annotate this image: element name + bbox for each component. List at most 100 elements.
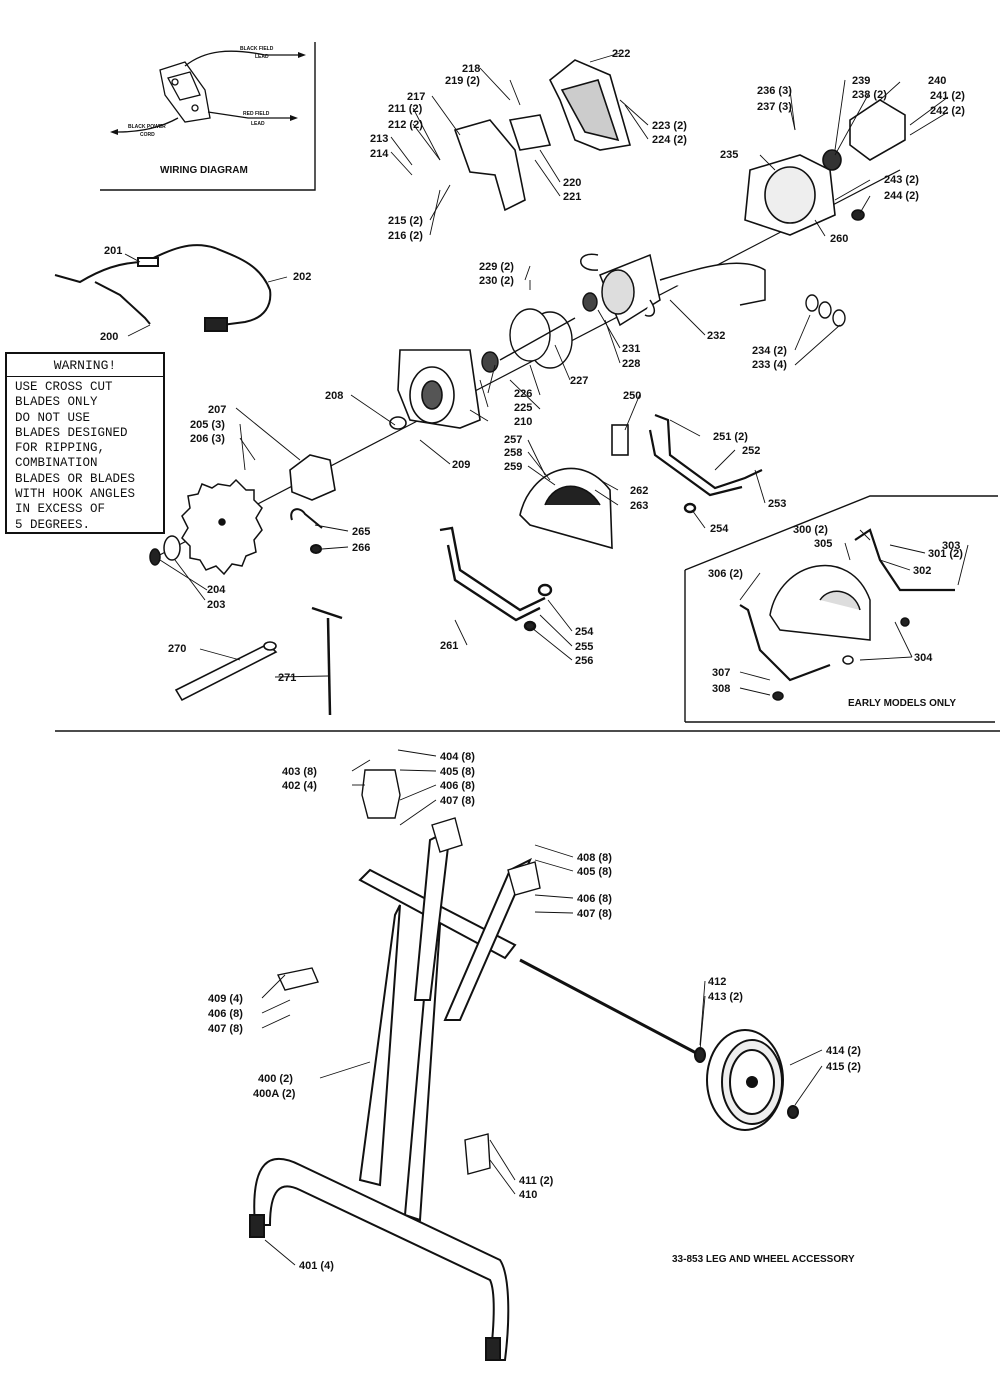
callout-216: 216 (2) [388, 230, 423, 242]
bracket-265 [290, 508, 323, 554]
callout-401: 401 (4) [299, 1260, 334, 1272]
callout-254-upper: 254 [710, 523, 729, 535]
callout-305: 305 [814, 538, 832, 550]
guard-bracket-252 [648, 413, 763, 497]
callout-234: 234 (2) [752, 345, 787, 357]
callout-255: 255 [575, 641, 593, 653]
callout-223: 223 (2) [652, 120, 687, 132]
callout-202: 202 [293, 271, 311, 283]
wheel [694, 1029, 799, 1131]
callout-262: 262 [630, 485, 648, 497]
callout-306: 306 (2) [708, 568, 743, 580]
leader-lines [124, 52, 969, 1266]
callout-235: 235 [720, 149, 738, 161]
callout-244: 244 (2) [884, 190, 919, 202]
blade-guard [519, 424, 629, 550]
warning-line: COMBINATION [15, 456, 98, 471]
callout-253: 253 [768, 498, 786, 510]
callout-203: 203 [207, 599, 225, 611]
callout-225: 225 [514, 402, 532, 414]
leg-brackets [276, 769, 541, 1175]
field-assembly [580, 253, 766, 327]
warning-line: BLADES OR BLADES [15, 471, 136, 486]
washers-233-234 [805, 294, 846, 327]
callout-260: 260 [830, 233, 848, 245]
callout-213: 213 [370, 133, 388, 145]
wrench-270 [174, 641, 278, 702]
callout-400: 400 (2) [258, 1073, 293, 1085]
callout-301: 301 (2) [928, 548, 963, 560]
wiring-label-black-power-cord: CORD [140, 132, 155, 138]
callout-406-top: 406 (8) [440, 780, 475, 792]
end-handle [453, 59, 632, 212]
callout-239: 239 [852, 75, 870, 87]
wiring-label-black-field-lead: LEAD [255, 54, 269, 60]
callouts: 201 200 202 204 203 207 205 (3) 206 (3) … [100, 48, 965, 1272]
warning-line: BLADES ONLY [15, 395, 98, 410]
warning-line: WITH HOOK ANGLES [15, 487, 136, 502]
armature [481, 292, 598, 373]
section-dividers [55, 495, 1000, 732]
callout-201: 201 [104, 245, 122, 257]
callout-211: 211 (2) [388, 103, 423, 115]
callout-405-mid: 405 (8) [577, 866, 612, 878]
callout-207: 207 [208, 404, 226, 416]
callout-409: 409 (4) [208, 993, 243, 1005]
callout-208: 208 [325, 390, 343, 402]
callout-405-top: 405 (8) [440, 766, 475, 778]
callout-406-left: 406 (8) [208, 1008, 243, 1020]
callout-232: 232 [707, 330, 725, 342]
callout-415: 415 (2) [826, 1061, 861, 1073]
assembly-axis [149, 169, 901, 561]
wiring-diagram-title: WIRING DIAGRAM [160, 165, 248, 176]
callout-220: 220 [563, 177, 581, 189]
callout-218: 218 [462, 63, 480, 75]
motor-housing [744, 99, 906, 236]
warning-line: FOR RIPPING, [15, 441, 106, 456]
callout-414: 414 (2) [826, 1045, 861, 1057]
callout-204: 204 [207, 584, 226, 596]
callout-256: 256 [575, 655, 593, 667]
callout-200: 200 [100, 331, 118, 343]
warning-line: USE CROSS CUT [15, 380, 113, 394]
callout-308: 308 [712, 683, 730, 695]
callout-214: 214 [370, 148, 389, 160]
warning-line: DO NOT USE [15, 410, 91, 425]
hex-key-271 [311, 606, 343, 716]
callout-257: 257 [504, 434, 522, 446]
callout-237: 237 (3) [757, 101, 792, 113]
callout-407-left: 407 (8) [208, 1023, 243, 1035]
wiring-label-black-field: BLACK FIELD [240, 46, 274, 52]
callout-304: 304 [914, 652, 933, 664]
callout-230: 230 (2) [479, 275, 514, 287]
callout-258: 258 [504, 447, 522, 459]
callout-410: 410 [519, 1189, 537, 1201]
callout-229: 229 (2) [479, 261, 514, 273]
callout-241: 241 (2) [930, 90, 965, 102]
warning-divider [7, 376, 163, 377]
callout-219: 219 (2) [445, 75, 480, 87]
warning-box: WARNING! USE CROSS CUT BLADES ONLY DO NO… [5, 352, 165, 534]
callout-240: 240 [928, 75, 946, 87]
callout-408: 408 (8) [577, 852, 612, 864]
callout-266: 266 [352, 542, 370, 554]
callout-250: 250 [623, 390, 641, 402]
callout-254-lower: 254 [575, 626, 594, 638]
power-cord [54, 244, 272, 332]
warning-title: WARNING! [53, 358, 117, 373]
callout-251: 251 (2) [713, 431, 748, 443]
callout-227: 227 [570, 375, 588, 387]
wiring-label-red-field-lead: LEAD [251, 121, 265, 127]
callout-413: 413 (2) [708, 991, 743, 1003]
callout-307: 307 [712, 667, 730, 679]
callout-209: 209 [452, 459, 470, 471]
callout-238: 238 (2) [852, 89, 887, 101]
callout-222: 222 [612, 48, 630, 60]
callout-261: 261 [440, 640, 458, 652]
callout-407-top: 407 (8) [440, 795, 475, 807]
callout-217: 217 [407, 91, 425, 103]
callout-412: 412 [708, 976, 726, 988]
warning-line: 5 DEGREES. [15, 517, 91, 532]
callout-231: 231 [622, 343, 640, 355]
